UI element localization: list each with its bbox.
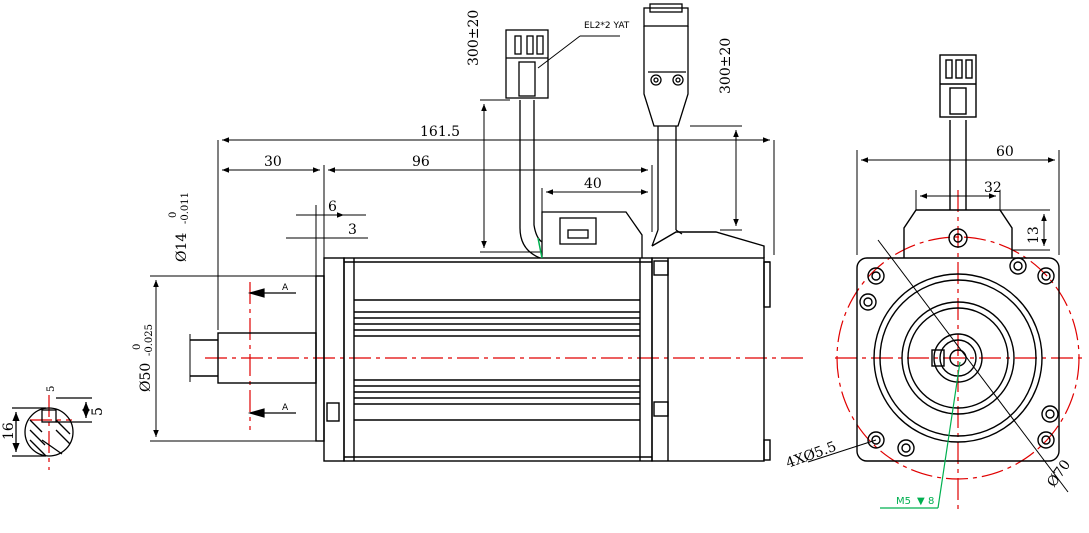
svg-text:0: 0 [132,344,143,350]
dim-shaft-dia: Ø14 0 -0.011 [168,192,191,262]
front-dimensions [807,150,1069,493]
section-arrows [247,288,296,418]
side-view-shaft [190,257,345,462]
dim-pilot-dia: Ø50 0 -0.025 [132,324,155,392]
tap-label: M5 [896,496,911,507]
svg-text:300±20: 300±20 [466,10,482,66]
dim-shaft-length: 30 [264,154,282,170]
cable-right [643,3,689,247]
cable-left [505,29,549,259]
dim-connector-width: 40 [584,176,602,192]
svg-text:4XØ5.5: 4XØ5.5 [784,439,839,472]
svg-text:0: 0 [168,212,179,218]
dim-key-width: 5 [90,407,106,416]
dim-key-depth: 5 [46,386,57,392]
dim-body-length: 96 [412,154,430,170]
dim-cable-right: 300±20 [718,38,734,94]
key-section [12,397,92,457]
front-view [856,54,1060,462]
side-dimensions [150,35,775,442]
svg-text:13: 13 [1026,226,1042,244]
svg-text:Ø70: Ø70 [1044,457,1074,490]
dim-bracket-width: 32 [984,180,1002,196]
tap-depth: 8 [928,496,934,507]
svg-text:16: 16 [1,422,17,440]
svg-text:-0.011: -0.011 [180,192,191,224]
side-view-body [326,231,771,462]
connector-label: EL2*2 YAT [584,21,630,31]
cable-left-green [537,237,543,259]
dim-flange-width: 60 [996,144,1014,160]
dim-key-length: 6 [328,199,337,215]
svg-text:-0.025: -0.025 [144,324,155,356]
tap-depth-symbol: ▼ [917,496,925,507]
dim-overall-length: 161.5 [420,124,460,140]
svg-text:300±20: 300±20 [718,38,734,94]
section-a-top: A [282,283,289,293]
dim-holes: 4XØ5.5 [784,439,839,472]
dim-cable-left: 300±20 [466,10,482,66]
svg-text:5: 5 [90,407,106,416]
tap-leader [880,361,961,509]
section-a-bottom: A [282,403,289,413]
svg-text:5: 5 [46,386,57,392]
dim-key-height: 16 [1,422,17,440]
power-connector [541,211,643,258]
dim-pcd: Ø70 [1044,457,1074,490]
svg-text:Ø50: Ø50 [138,363,154,392]
dim-key-offset: 3 [348,222,357,238]
svg-text:Ø14: Ø14 [174,233,190,262]
dim-bracket-height: 13 [1026,226,1042,244]
